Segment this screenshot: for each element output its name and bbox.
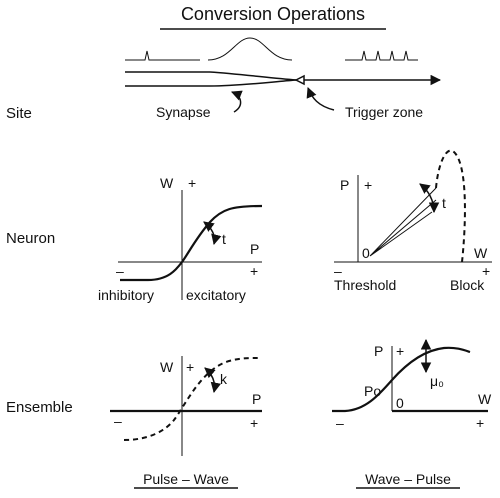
neuron-right-x-label: W	[474, 245, 488, 261]
neuron-left-inhibitory-label: inhibitory	[98, 287, 154, 303]
row-label-ensemble: Ensemble	[6, 399, 73, 416]
neuron-right-origin: 0	[362, 245, 370, 261]
ensemble-right-po-label: Po	[364, 383, 381, 399]
neuron-right-t-arrow	[419, 183, 440, 214]
ensemble-left-plot: W + k P – + Pulse – Wave	[110, 356, 262, 489]
neuron-left-y-label: W	[160, 175, 174, 191]
ensemble-left-x-plus: +	[250, 415, 258, 431]
neuron-left-excitatory-label: excitatory	[186, 287, 246, 303]
neuron-left-plot: W + P – + t inhibitory excitatory	[98, 175, 263, 303]
dendrite-upper	[209, 71, 297, 81]
neuron-left-x-plus: +	[250, 263, 258, 279]
neuron-left-x-label: P	[250, 241, 259, 257]
neuron-right-y-plus: +	[364, 177, 372, 193]
neuron-right-t-label: t	[442, 195, 446, 211]
trigger-zone-marker	[294, 74, 305, 86]
output-pulse-trace	[345, 50, 418, 61]
neuron-left-t-arrow	[203, 221, 222, 246]
ensemble-right-x-minus: –	[336, 415, 344, 431]
site-schematic: Synapse Trigger zone	[125, 37, 442, 120]
ensemble-right-y-plus: +	[396, 343, 404, 359]
dendrite-lower	[209, 79, 297, 87]
ensemble-left-x-label: P	[252, 391, 261, 407]
ensemble-left-k-label: k	[220, 371, 228, 387]
ensemble-left-y-plus: +	[186, 359, 194, 375]
neuron-right-y-label: P	[340, 177, 349, 193]
neuron-right-x-minus: –	[334, 263, 342, 279]
ensemble-right-origin: 0	[396, 395, 404, 411]
row-label-neuron: Neuron	[6, 230, 55, 247]
input-pulse-trace	[125, 50, 200, 61]
neuron-right-x-plus: +	[482, 263, 490, 279]
neuron-right-fan-lines	[369, 187, 437, 257]
ensemble-right-x-label: W	[478, 391, 492, 407]
diagram-title: Conversion Operations	[181, 4, 365, 24]
ensemble-right-y-label: P	[374, 343, 383, 359]
ensemble-left-y-label: W	[160, 359, 174, 375]
neuron-left-t-label: t	[222, 231, 226, 247]
synapse-label: Synapse	[156, 104, 211, 120]
ensemble-left-k-arrow	[204, 367, 221, 394]
neuron-left-y-plus: +	[188, 175, 196, 191]
wave-trace	[207, 37, 293, 61]
ensemble-left-curve	[123, 357, 261, 441]
row-label-site: Site	[6, 105, 32, 122]
neuron-right-block-curve	[435, 149, 466, 263]
ensemble-left-caption: Pulse – Wave	[143, 471, 229, 487]
trigger-zone-label: Trigger zone	[345, 104, 423, 120]
ensemble-left-x-minus: –	[114, 413, 122, 429]
synapse-pointer	[231, 90, 243, 113]
neuron-right-threshold-label: Threshold	[334, 277, 396, 293]
neuron-right-block-label: Block	[450, 277, 485, 293]
ensemble-right-mu-label: μ₀	[430, 373, 444, 389]
trigger-zone-pointer	[306, 87, 335, 111]
neuron-right-plot: P + 0 W – + t Threshold Block	[334, 149, 492, 293]
ensemble-right-curve	[332, 346, 471, 413]
ensemble-right-caption: Wave – Pulse	[365, 471, 451, 487]
ensemble-right-x-plus: +	[476, 415, 484, 431]
neuron-left-curve	[120, 204, 263, 282]
ensemble-right-plot: P + μ₀ Po 0 W – + Wave – Pulse	[332, 338, 492, 489]
neuron-left-x-minus: –	[116, 263, 124, 279]
